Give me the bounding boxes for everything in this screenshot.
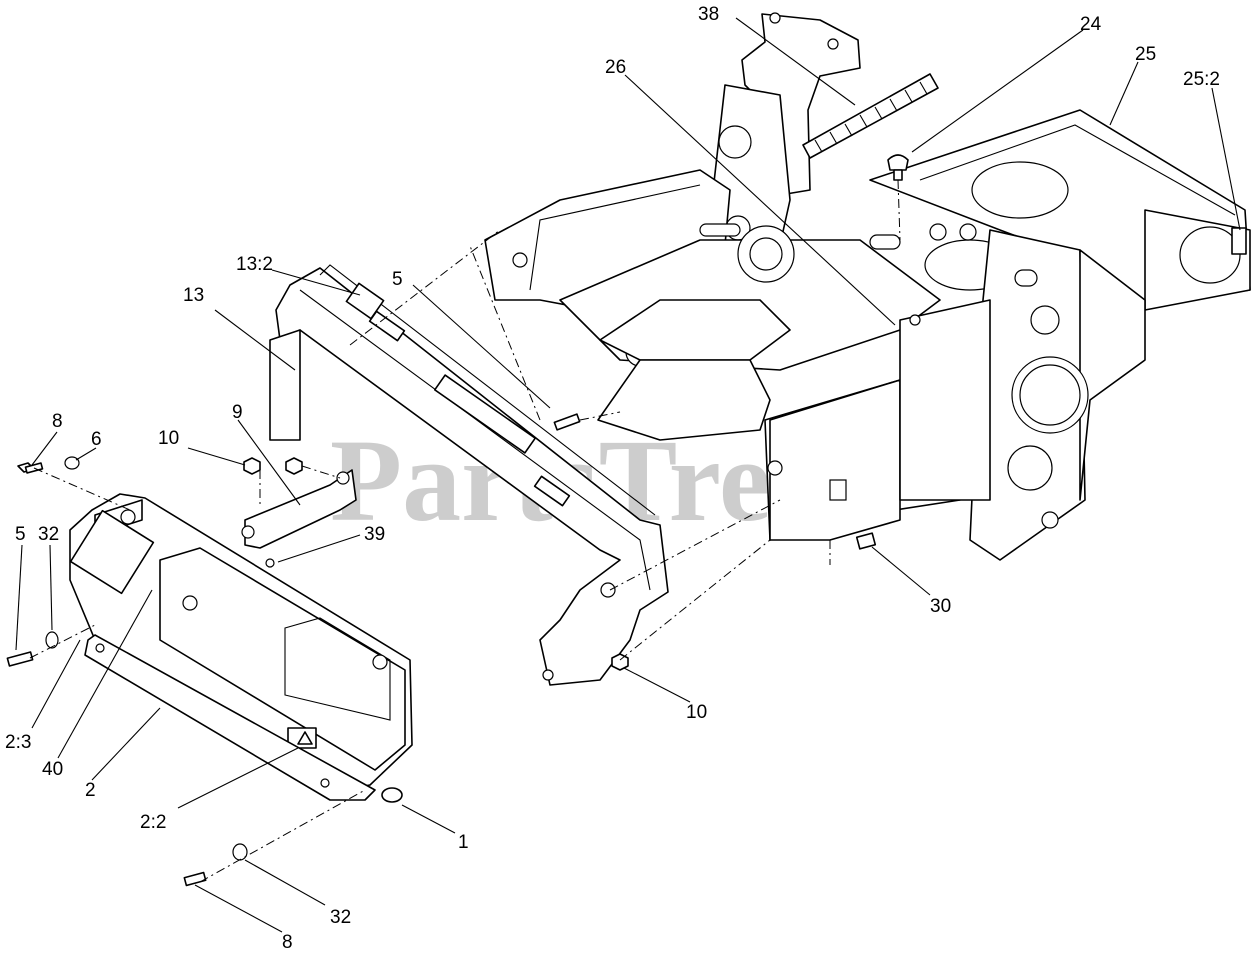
callout-10-left: 10	[158, 428, 179, 449]
callout-30: 30	[930, 596, 951, 617]
leader-lines	[15, 17, 1241, 933]
bumper-24	[887, 154, 909, 181]
callout-8-bottom: 8	[282, 932, 293, 953]
callout-labels: 38 24 25 25:2 26 13:2 13 5 8 6 10 9 39 5…	[5, 4, 1220, 953]
callout-2: 2	[85, 780, 96, 801]
callout-26: 26	[605, 57, 626, 78]
callout-2-3: 2:3	[5, 732, 31, 753]
callout-32-bottom: 32	[330, 907, 351, 928]
callout-13-2: 13:2	[236, 254, 273, 275]
callout-1: 1	[458, 832, 469, 853]
callout-13: 13	[183, 285, 204, 306]
callout-9: 9	[232, 402, 243, 423]
callout-25: 25	[1135, 44, 1156, 65]
front-panel	[69, 493, 413, 801]
callout-5-top: 5	[392, 269, 403, 290]
control-console	[269, 264, 669, 686]
callout-24: 24	[1080, 14, 1102, 35]
callout-5-left: 5	[15, 524, 26, 545]
callout-39: 39	[364, 524, 385, 545]
callout-32-left: 32	[38, 524, 59, 545]
callout-25-2: 25:2	[1183, 69, 1220, 90]
hardware	[6, 413, 877, 887]
callout-40: 40	[42, 759, 63, 780]
main-frame	[484, 12, 1251, 561]
assembly-lines	[29, 179, 901, 883]
spring-38	[802, 73, 939, 159]
callout-38: 38	[698, 4, 719, 25]
callout-2-2: 2:2	[140, 812, 166, 833]
bracket-9	[241, 469, 357, 549]
callout-6: 6	[91, 429, 102, 450]
callout-10-right: 10	[686, 702, 707, 723]
callout-8-top: 8	[52, 411, 63, 432]
